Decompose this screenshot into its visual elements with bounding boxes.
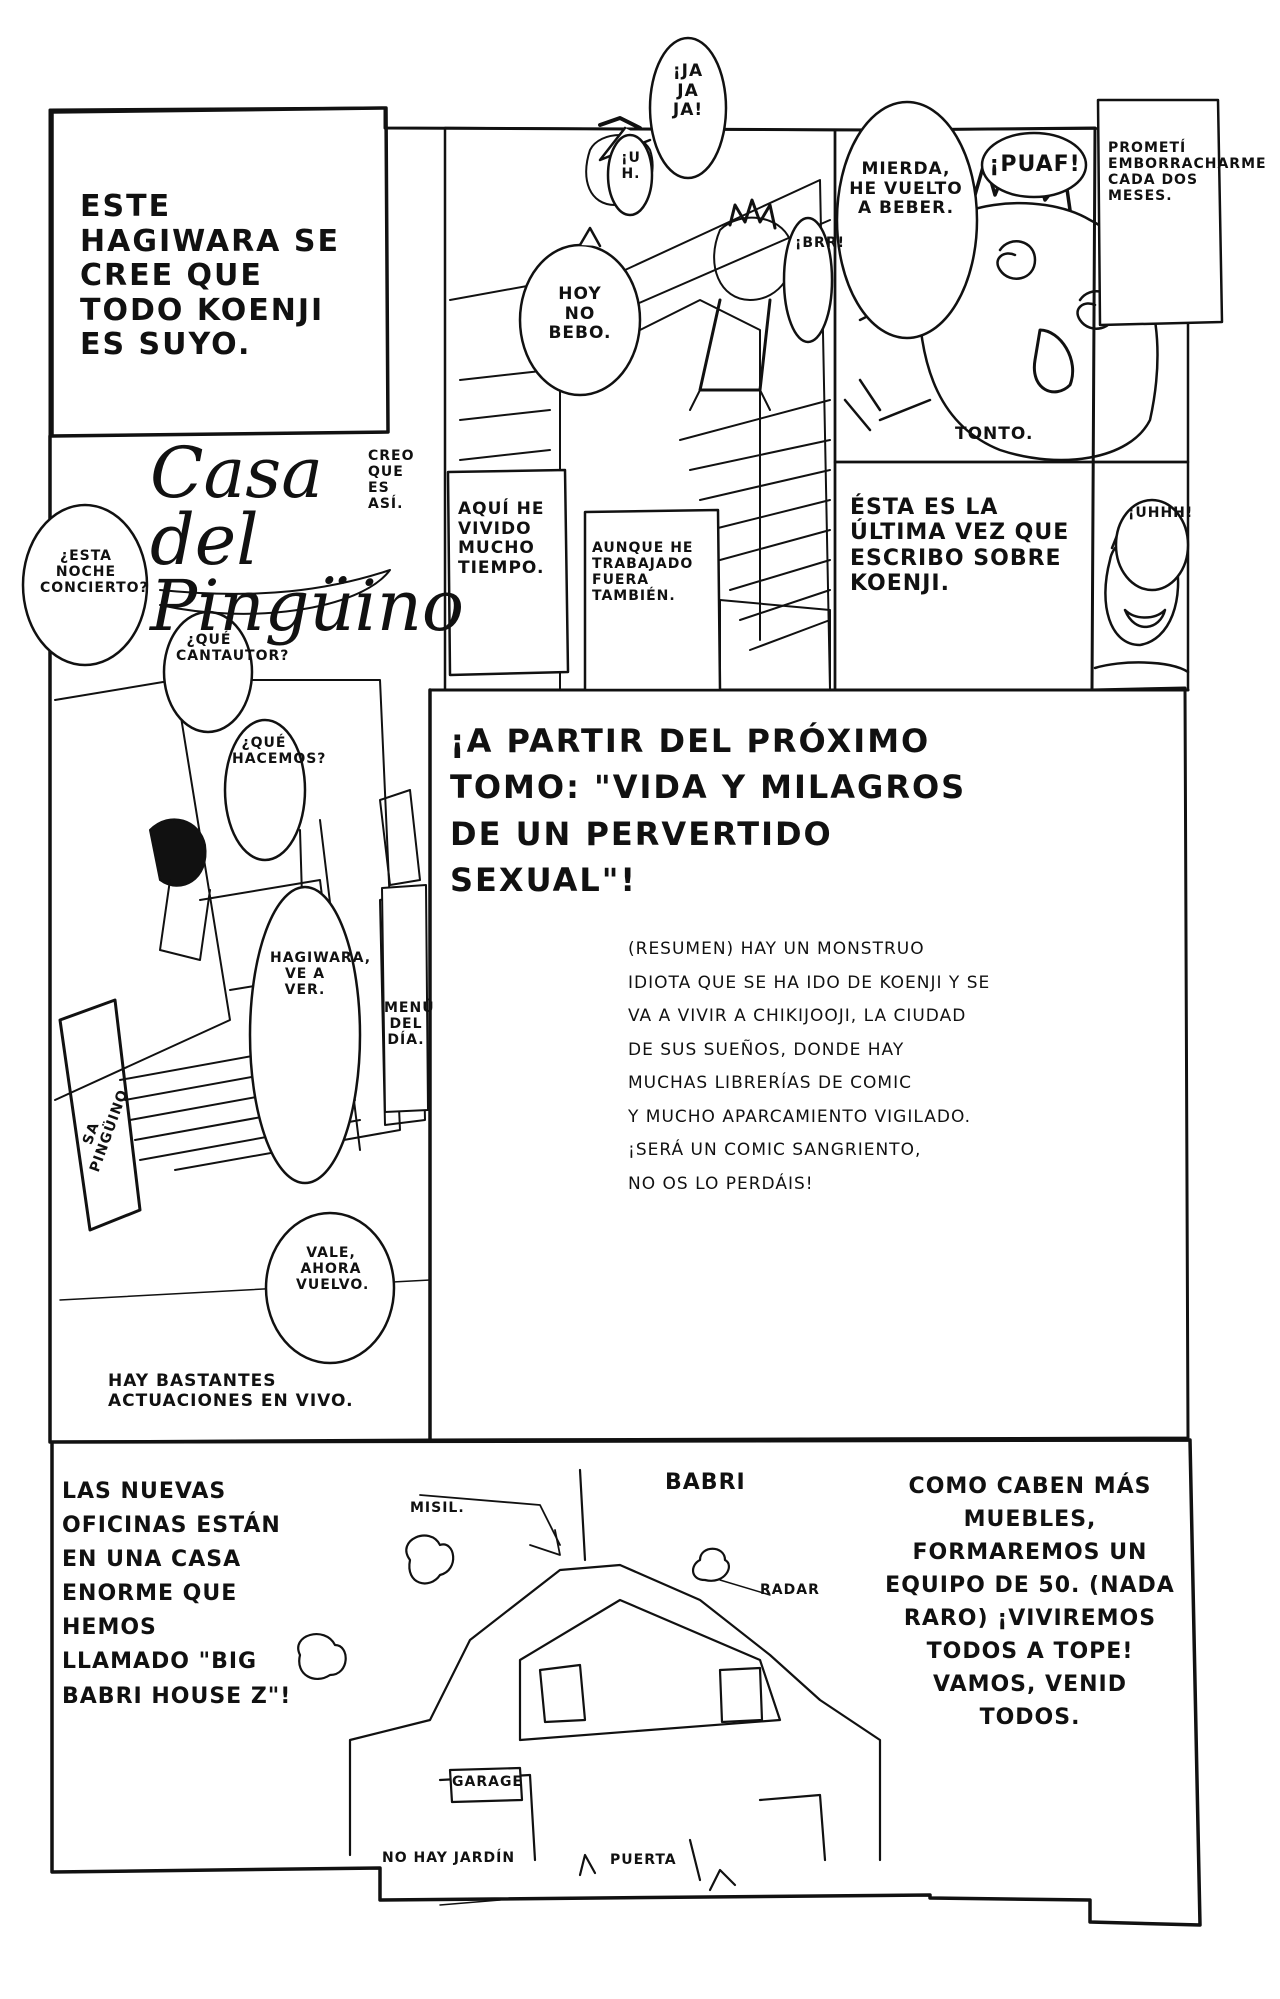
hagiwara-balloon-text: HAGIWARA, VE A VER. <box>270 950 372 999</box>
menu-board-text: MENÚ DEL DÍA. <box>384 1000 435 1049</box>
no-garden-label: NO HAY JARDÍN <box>382 1850 516 1866</box>
pinguino-caption: HAY BASTANTES ACTUACIONES EN VIVO. <box>108 1371 354 1411</box>
next-volume-headline: ¡A PARTIR DEL PRÓXIMO TOMO: "VIDA Y MILA… <box>450 722 967 900</box>
summary-line: ¡SERÁ UN COMIC SANGRIENTO, <box>628 1140 922 1161</box>
worked-caption: AUNQUE HE TRABAJADO FUERA TAMBIÉN. <box>592 540 694 605</box>
burp-balloon-text: ¡BRR! <box>795 235 846 251</box>
summary-line: NO OS LO PERDÁIS! <box>628 1173 814 1194</box>
ok-balloon-text: VALE, AHORA VUELVO. <box>296 1245 370 1294</box>
door-label: PUERTA <box>610 1852 677 1868</box>
menu-board <box>381 884 429 1113</box>
no-drink-balloon-text: HOY NO BEBO. <box>548 284 612 344</box>
laugh-balloon-text: ¡JA JA JA! <box>672 61 704 121</box>
radar-label: RADAR <box>760 1582 820 1598</box>
garage-label: GARAGE <box>452 1774 523 1790</box>
summary-line: Y MUCHO APARCAMIENTO VIGILADO. <box>628 1106 972 1127</box>
think-text: CREO QUE ES ASÍ. <box>368 448 415 513</box>
what-balloon-text: ¿QUÉ HACEMOS? <box>232 735 327 768</box>
house-right-text: COMO CABEN MÁS MUEBLES, FORMAREMOS UN EQ… <box>885 1474 1175 1730</box>
panel1-caption: ESTE HAGIWARA SE CREE QUE TODO KOENJI ES… <box>80 189 340 362</box>
summary-line: DE SUS SUEÑOS, DONDE HAY <box>628 1039 905 1060</box>
worked-box <box>583 508 722 692</box>
misil-label: MISIL. <box>410 1500 465 1516</box>
grunt-balloon-text: ¡U H. <box>621 150 641 183</box>
promise-caption: PROMETÍ EMBORRACHARME CADA DOS MESES. <box>1108 140 1267 205</box>
house-title: BABRI <box>665 1470 746 1495</box>
last-time-caption: ÉSTA ES LA ÚLTIMA VEZ QUE ESCRIBO SOBRE … <box>850 495 1070 596</box>
summary-line: MUCHAS LIBRERÍAS DE COMIC <box>628 1073 912 1094</box>
house-panel-border <box>50 1438 1202 1927</box>
lived-caption: AQUÍ HE VIVIDO MUCHO TIEMPO. <box>458 499 545 578</box>
summary-block: (RESUMEN) HAY UN MONSTRUO IDIOTA QUE SE … <box>628 939 1148 1208</box>
lived-box <box>446 468 570 677</box>
speech-balloons <box>21 36 1190 1365</box>
concert-balloon-text: ¿ESTA NOCHE CONCIERTO? <box>40 548 149 597</box>
house-drawing <box>297 1468 882 1906</box>
singer-balloon-text: ¿QUÉ CANTAUTOR? <box>176 632 290 665</box>
panel1-border <box>50 106 390 438</box>
summary-line: (RESUMEN) HAY UN MONSTRUO <box>628 939 925 959</box>
uhhh-balloon-text: ¡UHHH! <box>1128 505 1194 521</box>
pinguino-sign-swirl <box>159 569 391 615</box>
summary-line: IDIOTA QUE SE HA IDO DE KOENJI Y SE <box>628 972 991 993</box>
house-left-text: LAS NUEVAS OFICINAS ESTÁN EN UNA CASA EN… <box>62 1479 292 1709</box>
puaf-balloon-text: ¡PUAF! <box>989 152 1081 177</box>
promise-box <box>1096 98 1224 327</box>
shit-balloon-text: MIERDA, HE VUELTO A BEBER. <box>849 159 963 219</box>
summary-line: VA A VIVIR A CHIKIJOOJI, LA CIUDAD <box>628 1006 967 1027</box>
pinguino-sign: Casa del Pingüino <box>150 432 465 647</box>
dumb-text: TONTO. <box>955 424 1034 444</box>
